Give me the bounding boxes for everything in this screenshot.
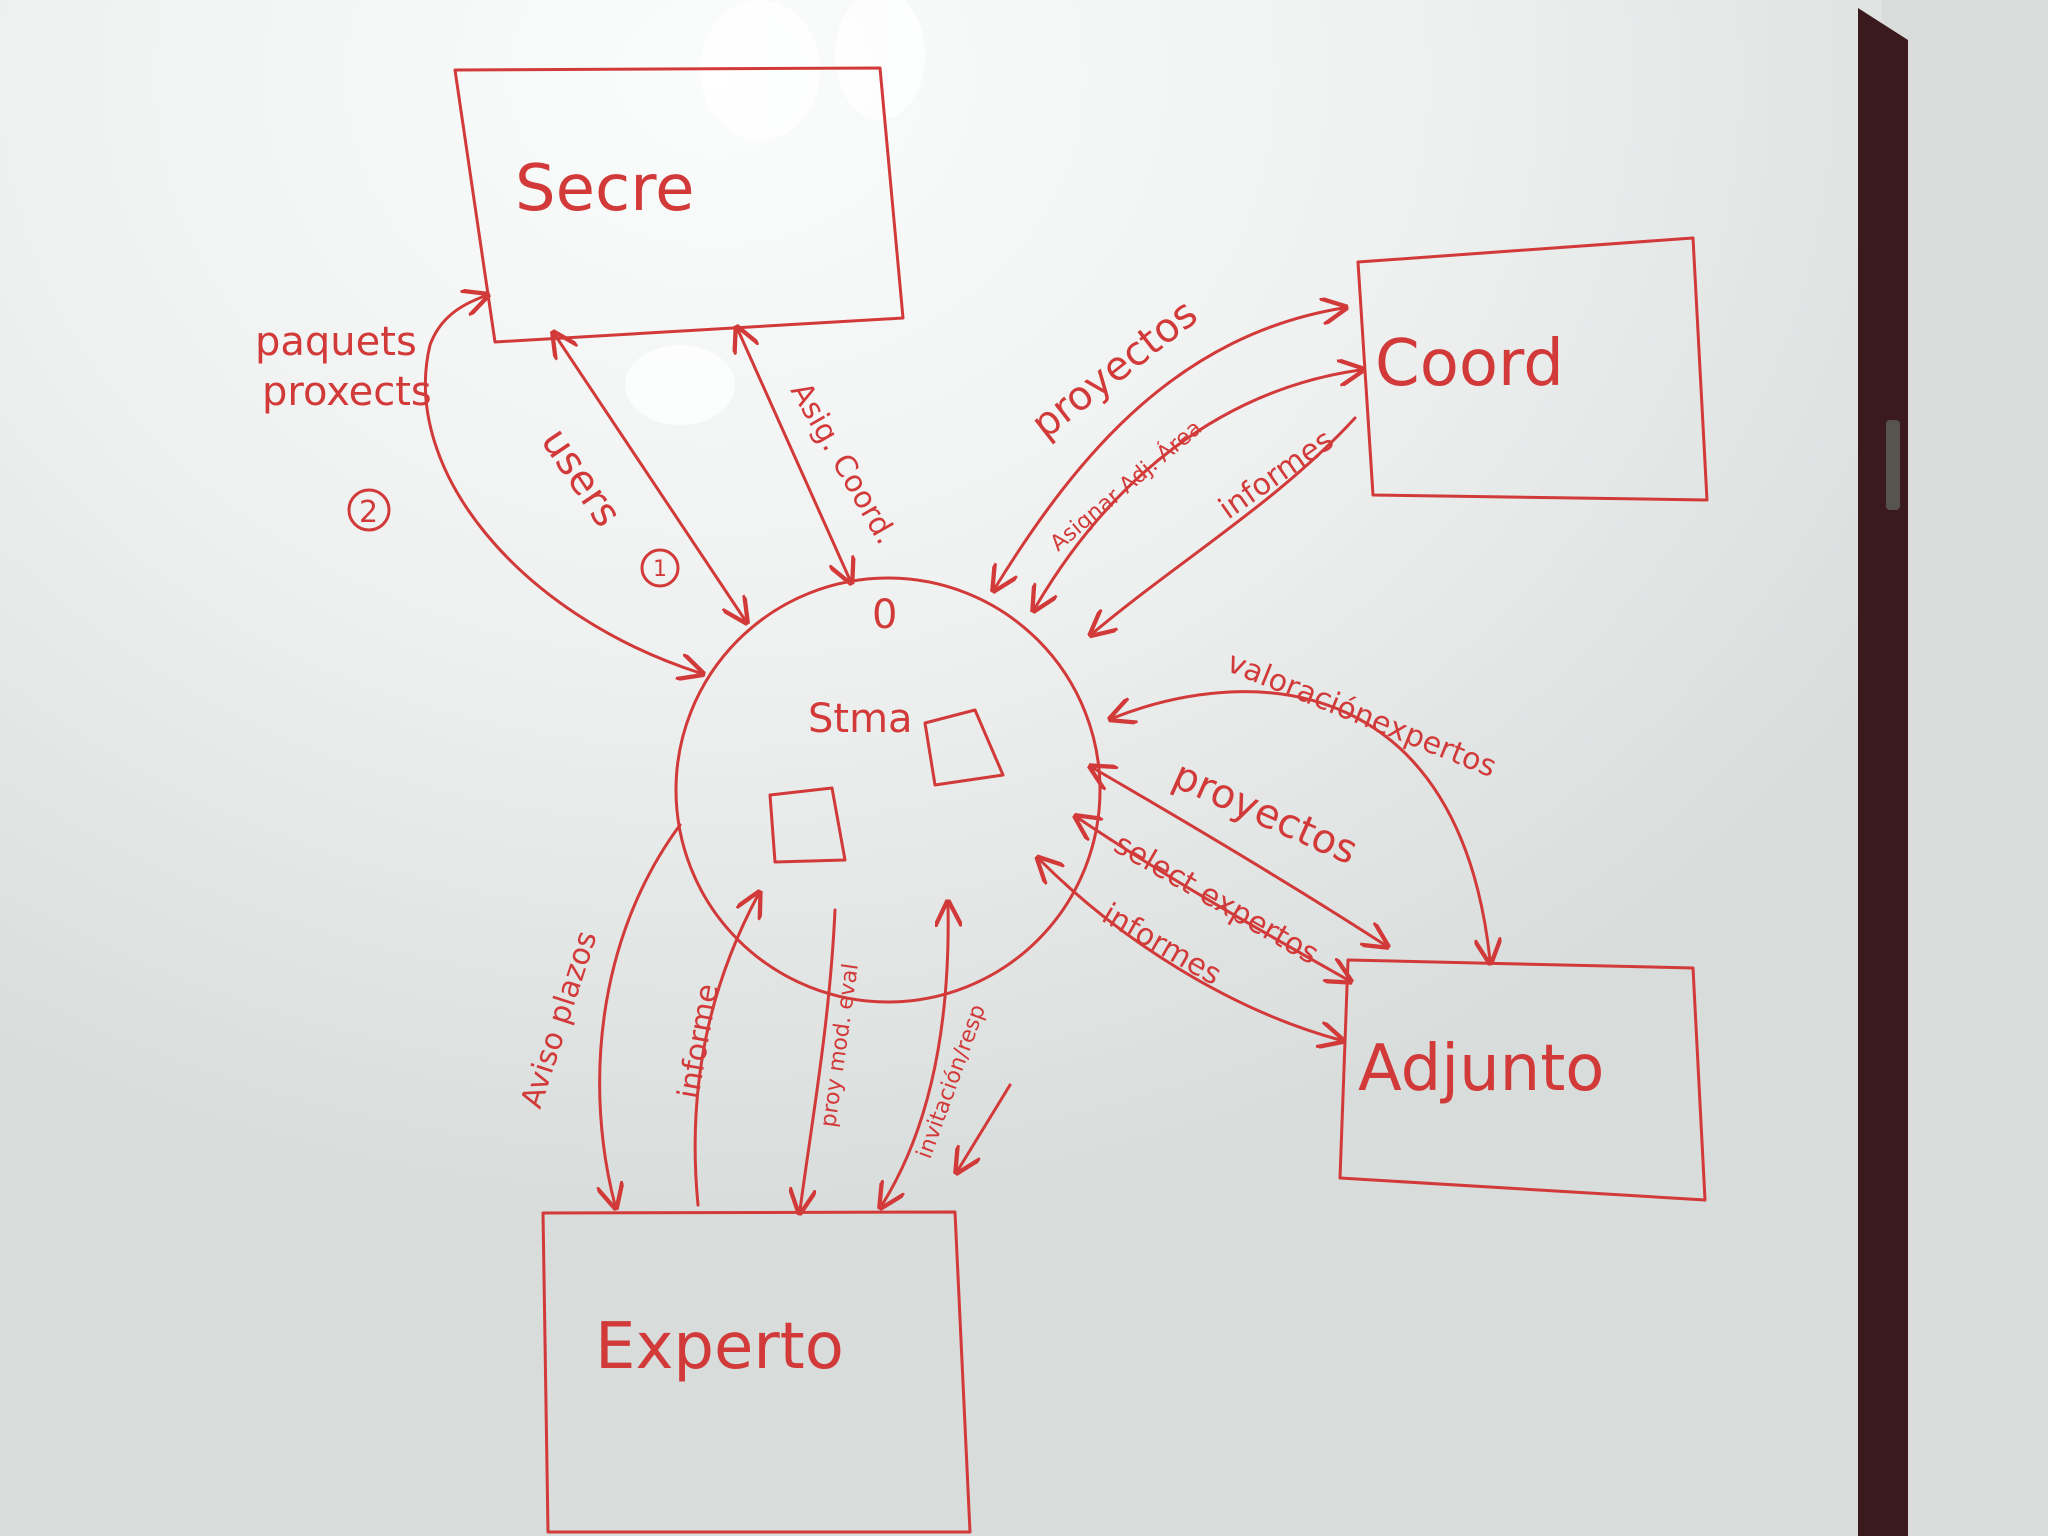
flow-label: proxects bbox=[262, 369, 432, 415]
flow-number-circle bbox=[347, 488, 391, 532]
entity-box bbox=[453, 66, 905, 344]
entity-label: Coord bbox=[1375, 327, 1564, 401]
flow-number: 1 bbox=[653, 557, 667, 582]
frame-clip bbox=[1886, 420, 1900, 510]
entity-box bbox=[541, 1210, 972, 1534]
flow-arrow bbox=[693, 895, 758, 1207]
datastore-mark bbox=[768, 786, 847, 864]
entity-adjunto: Adjunto bbox=[1338, 958, 1707, 1202]
flow-arrow bbox=[738, 330, 850, 580]
process-name: Stma bbox=[808, 696, 913, 742]
flow-arrow bbox=[800, 908, 837, 1210]
entity-coord: Coord bbox=[1356, 236, 1709, 502]
flow-arrow bbox=[958, 1083, 1012, 1170]
flow-arrow bbox=[1113, 690, 1490, 960]
entity-box bbox=[1338, 958, 1707, 1202]
flow-arrow bbox=[1035, 370, 1360, 608]
whiteboard-frame bbox=[1858, 8, 1908, 1536]
flow-arrow bbox=[1040, 860, 1340, 1040]
flow-number: 2 bbox=[359, 495, 378, 530]
datastore-mark bbox=[923, 708, 1005, 787]
entity-label: Experto bbox=[595, 1310, 844, 1384]
flow-label: paquets bbox=[255, 319, 417, 365]
entity-experto: Experto bbox=[541, 1210, 972, 1534]
flow-arrow bbox=[555, 335, 745, 620]
entity-box bbox=[1356, 236, 1709, 502]
entity-label: Secre bbox=[515, 152, 694, 226]
flow-arrow bbox=[600, 823, 682, 1205]
flow-arrow bbox=[1093, 416, 1357, 633]
entity-label: Adjunto bbox=[1358, 1032, 1604, 1106]
entity-secre: Secre bbox=[453, 66, 905, 344]
process-number: 0 bbox=[872, 592, 897, 638]
flow-arrow bbox=[882, 905, 948, 1205]
flow-number-circle bbox=[640, 548, 680, 588]
whiteboard-surface bbox=[0, 0, 1882, 1536]
